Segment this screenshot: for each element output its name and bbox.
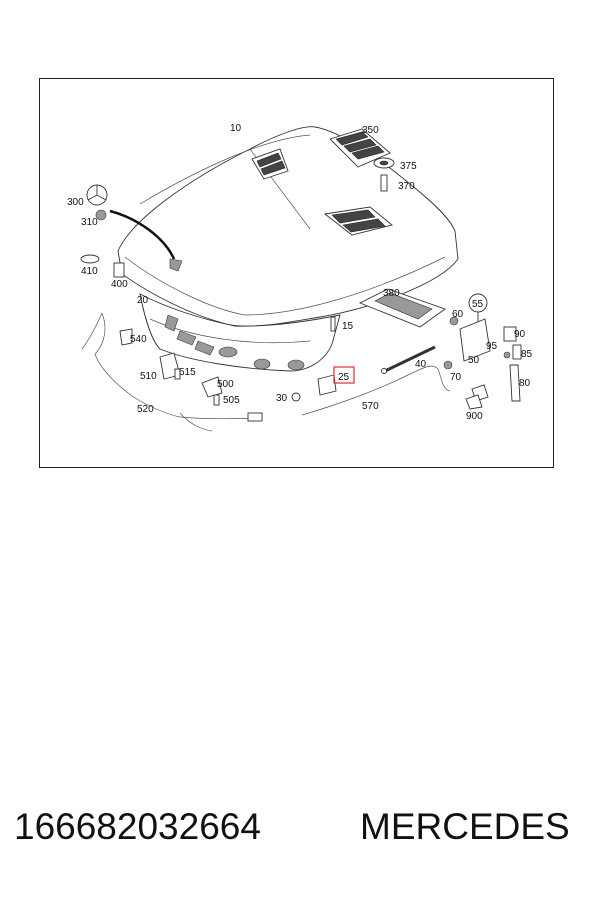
- callout-410: 410: [81, 266, 98, 277]
- callout-80: 80: [519, 378, 531, 389]
- callout-505: 505: [223, 395, 240, 406]
- highlight-box-25: [333, 366, 355, 384]
- callout-20: 20: [137, 295, 149, 306]
- callout-55: 55: [472, 299, 484, 310]
- hood-vent-front: [251, 148, 289, 180]
- bolt-15: [330, 316, 336, 332]
- footer-caption: 166682032664 MERCEDES: [14, 806, 589, 856]
- callout-350: 350: [362, 125, 379, 136]
- emblem-star: [86, 184, 183, 272]
- hood-vent-side: [323, 206, 393, 236]
- part-number: 166682032664: [14, 806, 261, 847]
- callout-520: 520: [137, 404, 154, 415]
- hood-parts-diagram: 10 350 375 370 300 310 410 400 20 15 380…: [67, 123, 533, 432]
- callout-400: 400: [111, 279, 128, 290]
- callout-90: 90: [514, 329, 526, 340]
- latch-50: [459, 318, 491, 362]
- handle-380: [358, 288, 446, 328]
- callout-300: 300: [67, 197, 84, 208]
- callout-60: 60: [452, 309, 464, 320]
- callout-510: 510: [140, 371, 157, 382]
- hood-panel: [117, 126, 459, 372]
- callout-70: 70: [450, 372, 462, 383]
- cable-harness: [81, 312, 263, 432]
- callout-570: 570: [362, 401, 379, 412]
- callout-95: 95: [486, 341, 498, 352]
- callout-25: 25: [338, 372, 350, 383]
- callout-380: 380: [383, 288, 400, 299]
- callout-15: 15: [342, 321, 354, 332]
- part-410: [80, 254, 100, 264]
- vent-grille-350: [329, 128, 391, 168]
- bracket-500: [201, 376, 223, 398]
- callout-50: 50: [468, 355, 480, 366]
- brand-name: MERCEDES: [360, 806, 570, 847]
- callout-900: 900: [466, 411, 483, 422]
- callout-30: 30: [276, 393, 288, 404]
- callout-515: 515: [179, 367, 196, 378]
- clip-30: [291, 392, 301, 402]
- callout-310: 310: [81, 217, 98, 228]
- callout-500: 500: [217, 379, 234, 390]
- bolt-370: [380, 174, 388, 192]
- diagram-frame: 10 350 375 370 300 310 410 400 20 15 380…: [39, 78, 554, 468]
- callout-370: 370: [398, 181, 415, 192]
- callout-10: 10: [230, 123, 242, 134]
- callout-375: 375: [400, 161, 417, 172]
- callout-85: 85: [521, 349, 533, 360]
- part-400: [113, 262, 125, 278]
- bracket-25: [317, 374, 337, 396]
- callout-40: 40: [415, 359, 427, 370]
- callout-540: 540: [130, 334, 147, 345]
